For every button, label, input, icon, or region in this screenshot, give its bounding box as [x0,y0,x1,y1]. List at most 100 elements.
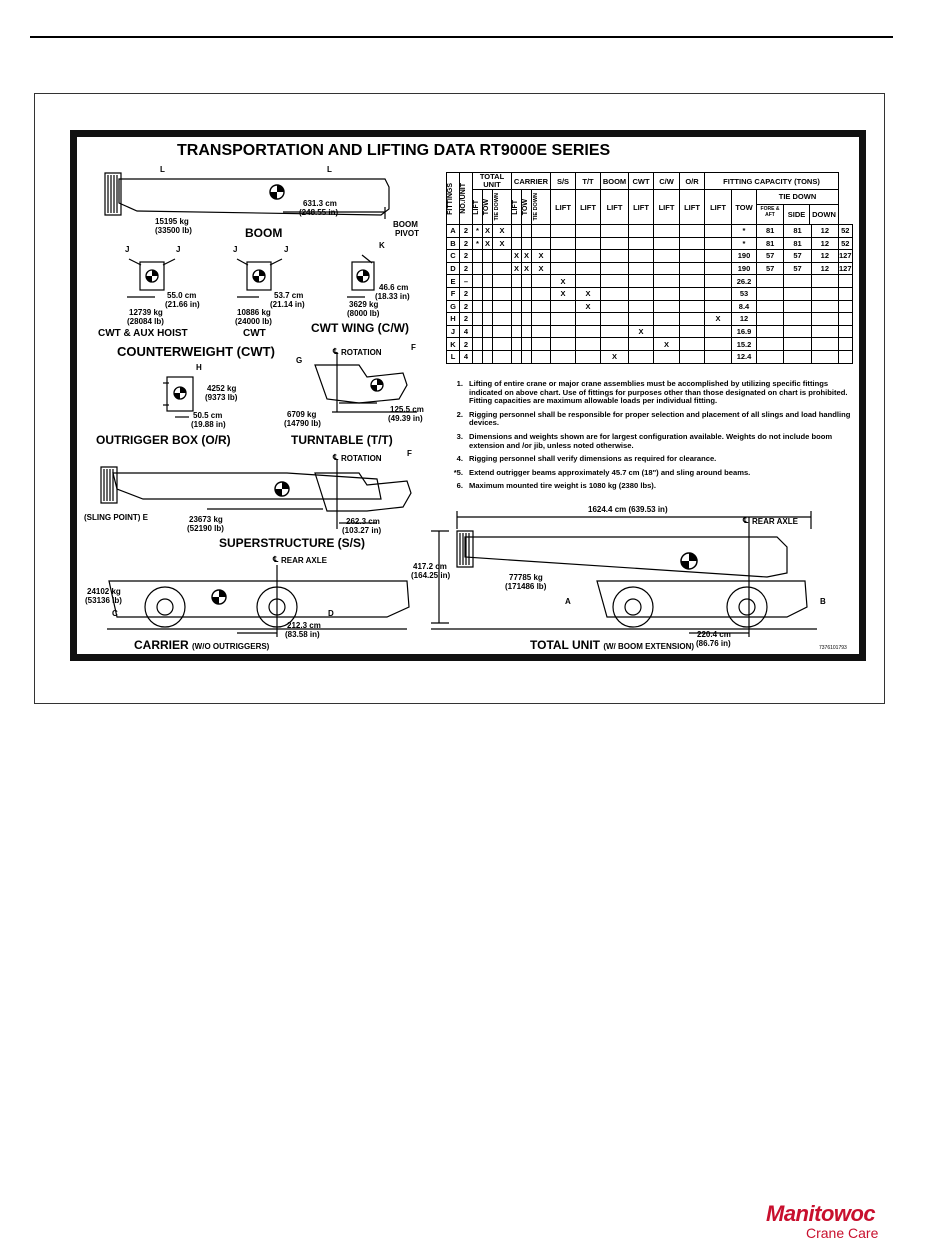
th-c-lift: LIFT [510,189,523,225]
table-cell [755,349,785,364]
turntable-fitting-f: F [411,343,416,352]
note-number: 3. [456,431,463,441]
table-cell [600,236,629,251]
table-cell [810,312,840,326]
table-cell [704,274,732,288]
th-cap-lift: LIFT [704,189,732,225]
table-cell: 12.4 [731,349,757,364]
table-cell [679,224,705,238]
table-cell [783,274,812,288]
note-item: *5. Extend outrigger beams approximately … [449,467,859,478]
table-cell [755,324,785,339]
outrigger-weight-lb: (9373 lb) [205,393,238,402]
table-cell [492,274,512,288]
table-cell [521,324,533,339]
boom-fitting-l1: L [160,165,165,174]
table-cell: X [550,286,576,301]
note-text: Dimensions and weights shown are for lar… [469,431,833,450]
boom-weight-lb: (33500 lb) [155,226,192,235]
table-cell [471,274,484,288]
cg-markers [145,184,698,605]
table-cell [679,299,705,314]
table-cell: X [704,312,732,326]
th-c-tie: TIE DOWN [531,189,551,225]
transport-data-plate: TRANSPORTATION AND LIFTING DATA RT9000E … [70,130,866,661]
ss-fitting-f: F [407,449,412,458]
table-cell [482,261,494,276]
table-cell [521,312,533,326]
table-cell [471,299,484,314]
table-cell [521,337,533,351]
cwt-dim-cm: 53.7 cm [274,291,304,300]
table-cell: X [492,236,512,251]
th-cwt: CWT [628,172,654,190]
boom-pivot-2: PIVOT [395,229,420,238]
note-text: Extend outrigger beams approximately 45.… [469,467,751,477]
cwt-wing-dim-cm: 46.6 cm [379,283,409,292]
table-cell [679,261,705,276]
table-cell: 57 [755,249,785,263]
table-cell: 2 [459,312,473,326]
table-cell [679,286,705,301]
cwt-aux-dim-cm: 55.0 cm [167,291,197,300]
table-cell: A [446,224,460,238]
table-cell: 57 [783,261,812,276]
table-cell [783,349,812,364]
table-cell: * [731,224,757,238]
table-cell: 16.9 [731,324,757,339]
table-cell [521,299,533,314]
logo-brand: Manitowoc [766,1201,876,1226]
table-cell [521,349,533,364]
table-cell [482,312,494,326]
table-cell [471,249,484,263]
carrier-fitting-d: D [328,609,334,618]
table-cell [510,286,523,301]
table-cell [810,286,840,301]
total-label: TOTAL UNIT (W/ BOOM EXTENSION) [530,638,695,652]
header-rule [30,36,893,38]
ss-cl-icon: ℄ [333,453,339,462]
table-cell [653,249,680,263]
table-cell [838,324,853,339]
total-dim-cm: 220.4 cm [697,630,731,639]
table-cell [600,261,629,276]
table-cell [783,299,812,314]
ss-weight-lb: (52190 lb) [187,524,224,533]
table-cell: X [492,224,512,238]
component-drawings [100,172,817,637]
turntable-fitting-g: G [296,356,303,365]
total-front-wheel [612,586,654,628]
outrigger-label: OUTRIGGER BOX (O/R) [96,433,231,447]
carrier-frame [108,580,410,618]
table-cell [838,286,853,301]
boom-weight-kg: 15195 kg [155,217,189,226]
table-cell: 2 [459,261,473,276]
total-cl-icon: ℄ [743,516,749,525]
table-cell [531,236,551,251]
table-cell [531,286,551,301]
carrier-front-wheel [144,586,186,628]
cwt-aux-dim-in: (21.66 in) [165,300,200,309]
table-cell [783,286,812,301]
th-tt-lift: LIFT [575,189,601,225]
note-text: Rigging personnel shall be responsible f… [469,409,851,428]
table-cell [653,312,680,326]
table-cell [679,312,705,326]
table-cell [628,299,654,314]
table-cell: 81 [783,236,812,251]
table-cell [575,337,601,351]
total-fitting-b: B [820,597,826,606]
turntable-outline [314,364,408,404]
carrier-cl-icon: ℄ [273,555,279,564]
note-text: Rigging personnel shall verify dimension… [469,454,717,464]
table-cell [704,337,732,351]
total-boom [464,536,788,578]
table-cell: D [446,261,460,276]
carrier-fitting-c: C [112,609,118,618]
table-cell [492,349,512,364]
table-cell [600,286,629,301]
note-number: *5. [453,467,463,477]
boom-label: BOOM [245,226,283,240]
